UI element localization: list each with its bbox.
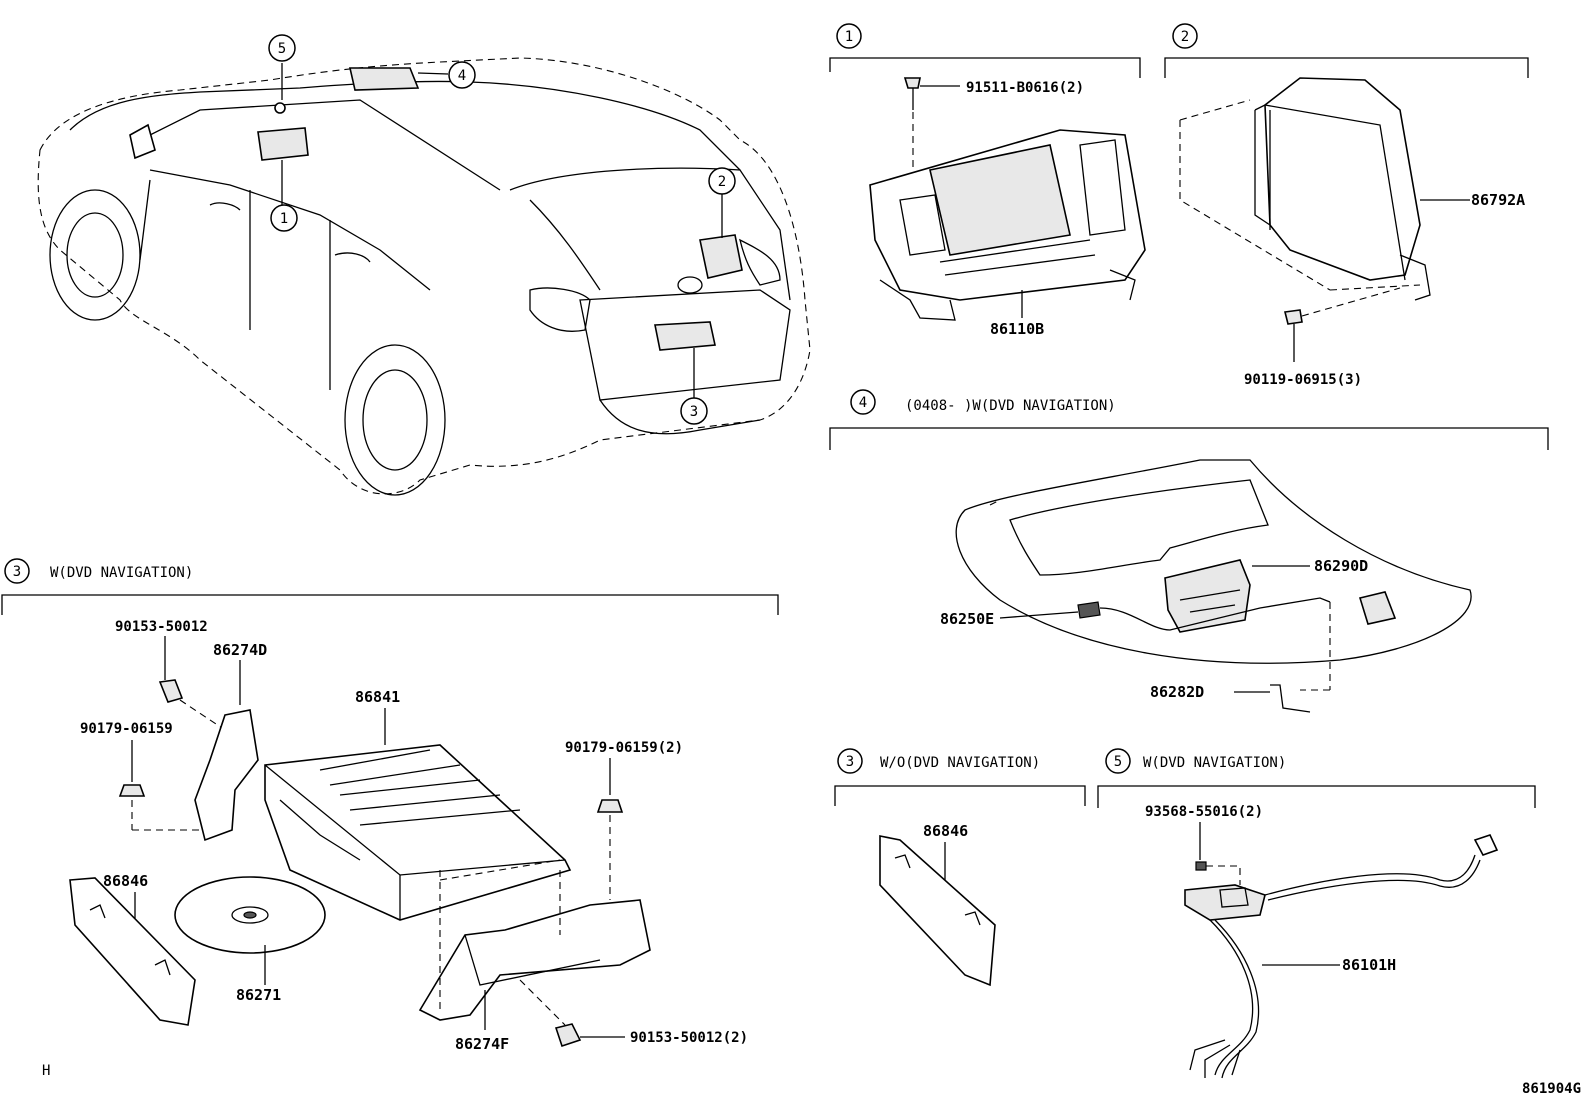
part-86290D: 86290D <box>1314 557 1368 575</box>
section-4-caption: (0408- )W(DVD NAVIGATION) <box>905 398 1116 414</box>
section-3-with-dvd: 3 W(DVD NAVIGATION) 90153-50012 86274D 9… <box>1 558 779 1053</box>
part-91511-B0616: 91511-B0616(2) <box>966 80 1084 96</box>
section-1-display: 1 91511-B0616(2) 86110B <box>829 23 1146 338</box>
part-86271: 86271 <box>236 986 281 1004</box>
part-86792A: 86792A <box>1471 191 1525 209</box>
section-3-caption: W(DVD NAVIGATION) <box>50 565 193 581</box>
part-86250E: 86250E <box>940 610 994 628</box>
corner-mark: H <box>42 1063 50 1079</box>
section-3-number: 3 <box>13 564 21 580</box>
part-86841: 86841 <box>355 688 400 706</box>
callout-1: 1 <box>280 211 288 227</box>
callout-4: 4 <box>458 68 466 84</box>
part-90179-06159-right: 90179-06159(2) <box>565 740 683 756</box>
part-86110B: 86110B <box>990 320 1044 338</box>
part-86846-left: 86846 <box>103 872 148 890</box>
section-5-cable: 5 W(DVD NAVIGATION) 93568-55016(2) 86101… <box>1097 748 1536 1079</box>
section-1-number: 1 <box>845 29 853 45</box>
part-86274F: 86274F <box>455 1035 509 1053</box>
part-90153-50012-top: 90153-50012 <box>115 619 208 635</box>
callout-2: 2 <box>718 174 726 190</box>
part-86101H: 86101H <box>1342 956 1396 974</box>
section-2-number: 2 <box>1181 29 1189 45</box>
vehicle-overview: 5 4 1 2 3 <box>37 34 811 496</box>
section-5-caption: W(DVD NAVIGATION) <box>1143 755 1286 771</box>
part-93568-55016: 93568-55016(2) <box>1145 804 1263 820</box>
section-2-module: 2 86792A 90119-06915(3) <box>1164 23 1529 388</box>
diagram-code: 861904G <box>1522 1081 1581 1097</box>
part-90153-50012-bottom: 90153-50012(2) <box>630 1030 748 1046</box>
part-90179-06159-left: 90179-06159 <box>80 721 173 737</box>
section-3-without-dvd: 3 W/O(DVD NAVIGATION) 86846 <box>834 748 1086 987</box>
part-86846-right: 86846 <box>923 822 968 840</box>
section-5-number: 5 <box>1114 754 1122 770</box>
section-4-overhead: 4 (0408- )W(DVD NAVIGATION) 86290D 86250… <box>829 389 1549 713</box>
callout-5: 5 <box>278 41 286 57</box>
part-86282D: 86282D <box>1150 683 1204 701</box>
section-3wo-number: 3 <box>846 754 854 770</box>
section-4-number: 4 <box>859 395 867 411</box>
part-86274D: 86274D <box>213 641 267 659</box>
callout-3: 3 <box>690 404 698 420</box>
section-3wo-caption: W/O(DVD NAVIGATION) <box>880 755 1040 771</box>
part-90119-06915: 90119-06915(3) <box>1244 372 1362 388</box>
